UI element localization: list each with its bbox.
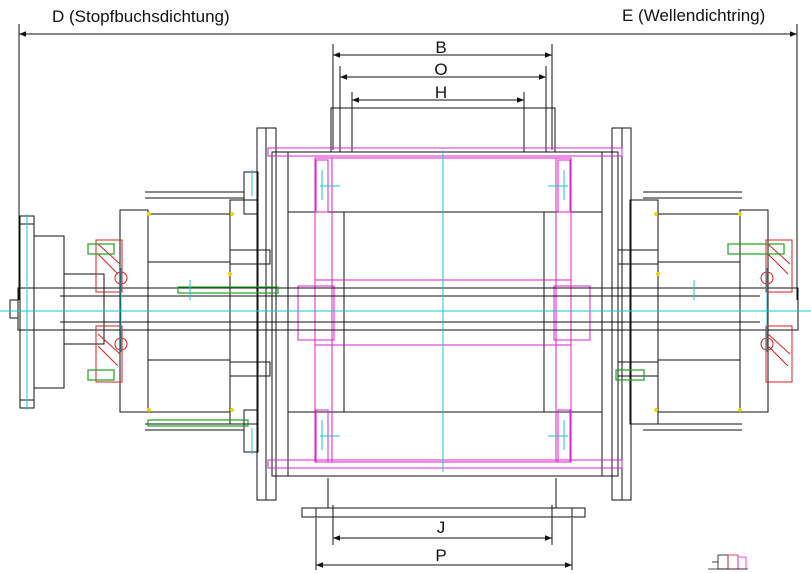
rotor-housing — [256, 127, 632, 501]
dim-label-p: P — [435, 546, 446, 565]
dim-label-b: B — [435, 38, 446, 57]
centerlines — [0, 150, 811, 472]
label-d-stuffing-box-seal: D (Stopfbuchsdichtung) — [52, 7, 230, 26]
overall-dimension-line — [18, 24, 798, 300]
left-drive-disc — [19, 215, 105, 409]
dimension-lines-bottom — [315, 505, 573, 570]
label-e-shaft-seal-ring: E (Wellendichtring) — [622, 6, 766, 25]
left-bearing-block — [119, 171, 271, 453]
dim-label-o: O — [434, 60, 447, 79]
right-green-parts — [615, 243, 785, 381]
rotor-housing-magenta — [267, 147, 623, 469]
outlet-flange — [301, 478, 586, 518]
left-green-parts — [87, 243, 279, 427]
yellow-markers — [147, 212, 742, 412]
dim-label-h: H — [435, 83, 447, 102]
logo-icon — [708, 554, 748, 570]
inlet-flange — [330, 107, 556, 153]
dim-label-j: J — [437, 518, 446, 537]
shaft — [9, 287, 799, 331]
